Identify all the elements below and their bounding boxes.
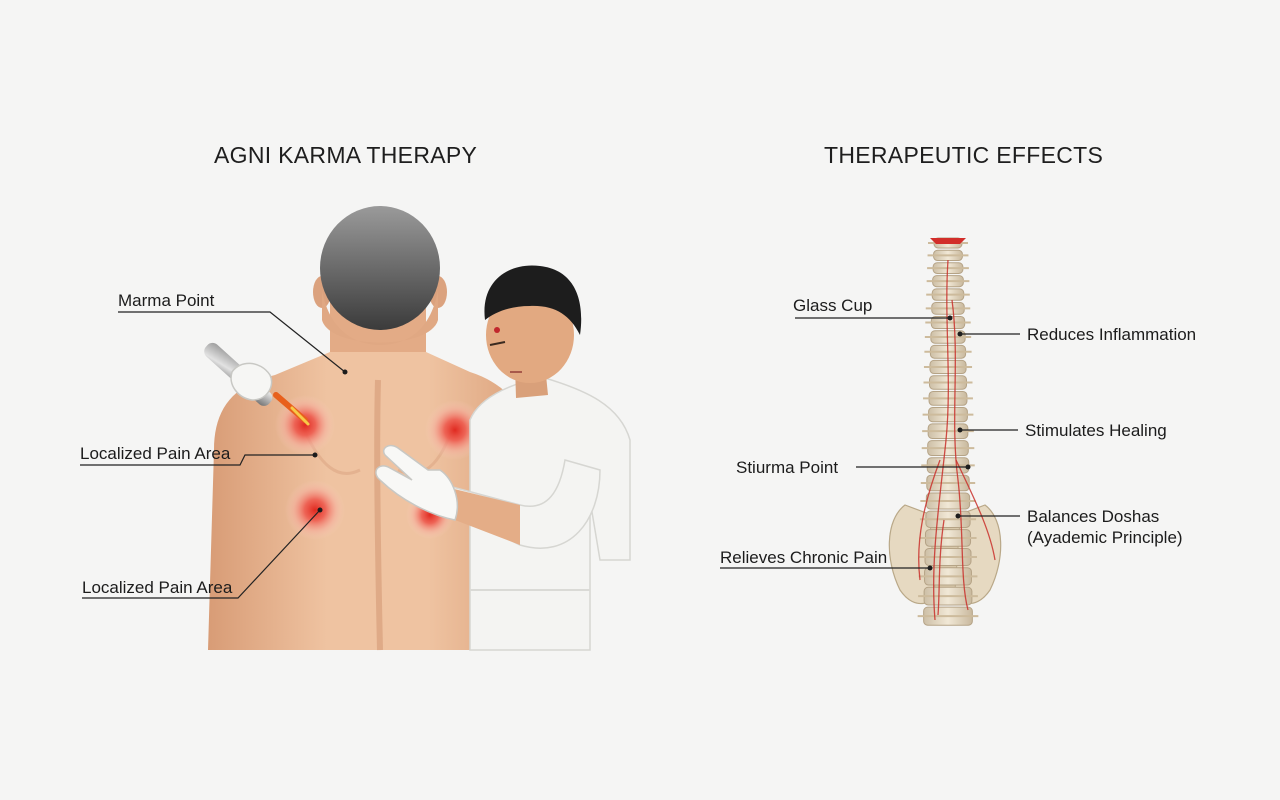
label-stimulates-healing: Stimulates Healing — [1025, 421, 1167, 440]
bindi-mark — [494, 327, 500, 333]
nerve-path — [955, 459, 996, 561]
left-leader-lines — [80, 311, 346, 599]
pain-area-2-leader — [82, 509, 321, 599]
practitioner-figure — [375, 265, 631, 651]
pain-area-1-leader — [80, 454, 315, 466]
label-glass-cup: Glass Cup — [793, 296, 873, 315]
marma-point-leader — [118, 311, 346, 373]
spine-illustration — [888, 237, 1002, 626]
label-marma-point: Marma Point — [118, 291, 215, 310]
label-localized-pain-area-2: Localized Pain Area — [82, 578, 233, 597]
label-localized-pain-area-1: Localized Pain Area — [80, 444, 231, 463]
top-accent — [930, 238, 966, 244]
label-relieves-chronic-pain: Relieves Chronic Pain — [720, 548, 888, 567]
glove-hand-icon — [375, 444, 459, 521]
label-stiurma-point: Stiurma Point — [736, 458, 839, 477]
label-reduces-inflammation: Reduces Inflammation — [1027, 325, 1197, 344]
nerve-path — [951, 299, 969, 611]
agni-shalaka-tool-icon — [204, 342, 310, 426]
left-leader-dots — [312, 369, 348, 513]
nerve-path — [918, 459, 941, 581]
left-panel-title: AGNI KARMA THERAPY — [214, 142, 478, 168]
hot-spot-3 — [285, 480, 345, 540]
right-leader-lines — [720, 317, 1020, 569]
nerve-path — [933, 259, 949, 621]
label-balances-doshas: Balances Doshas (Ayademic Principle) — [1027, 507, 1183, 547]
right-panel-title: THERAPEUTIC EFFECTS — [824, 142, 1104, 168]
nerve-path — [937, 519, 945, 616]
